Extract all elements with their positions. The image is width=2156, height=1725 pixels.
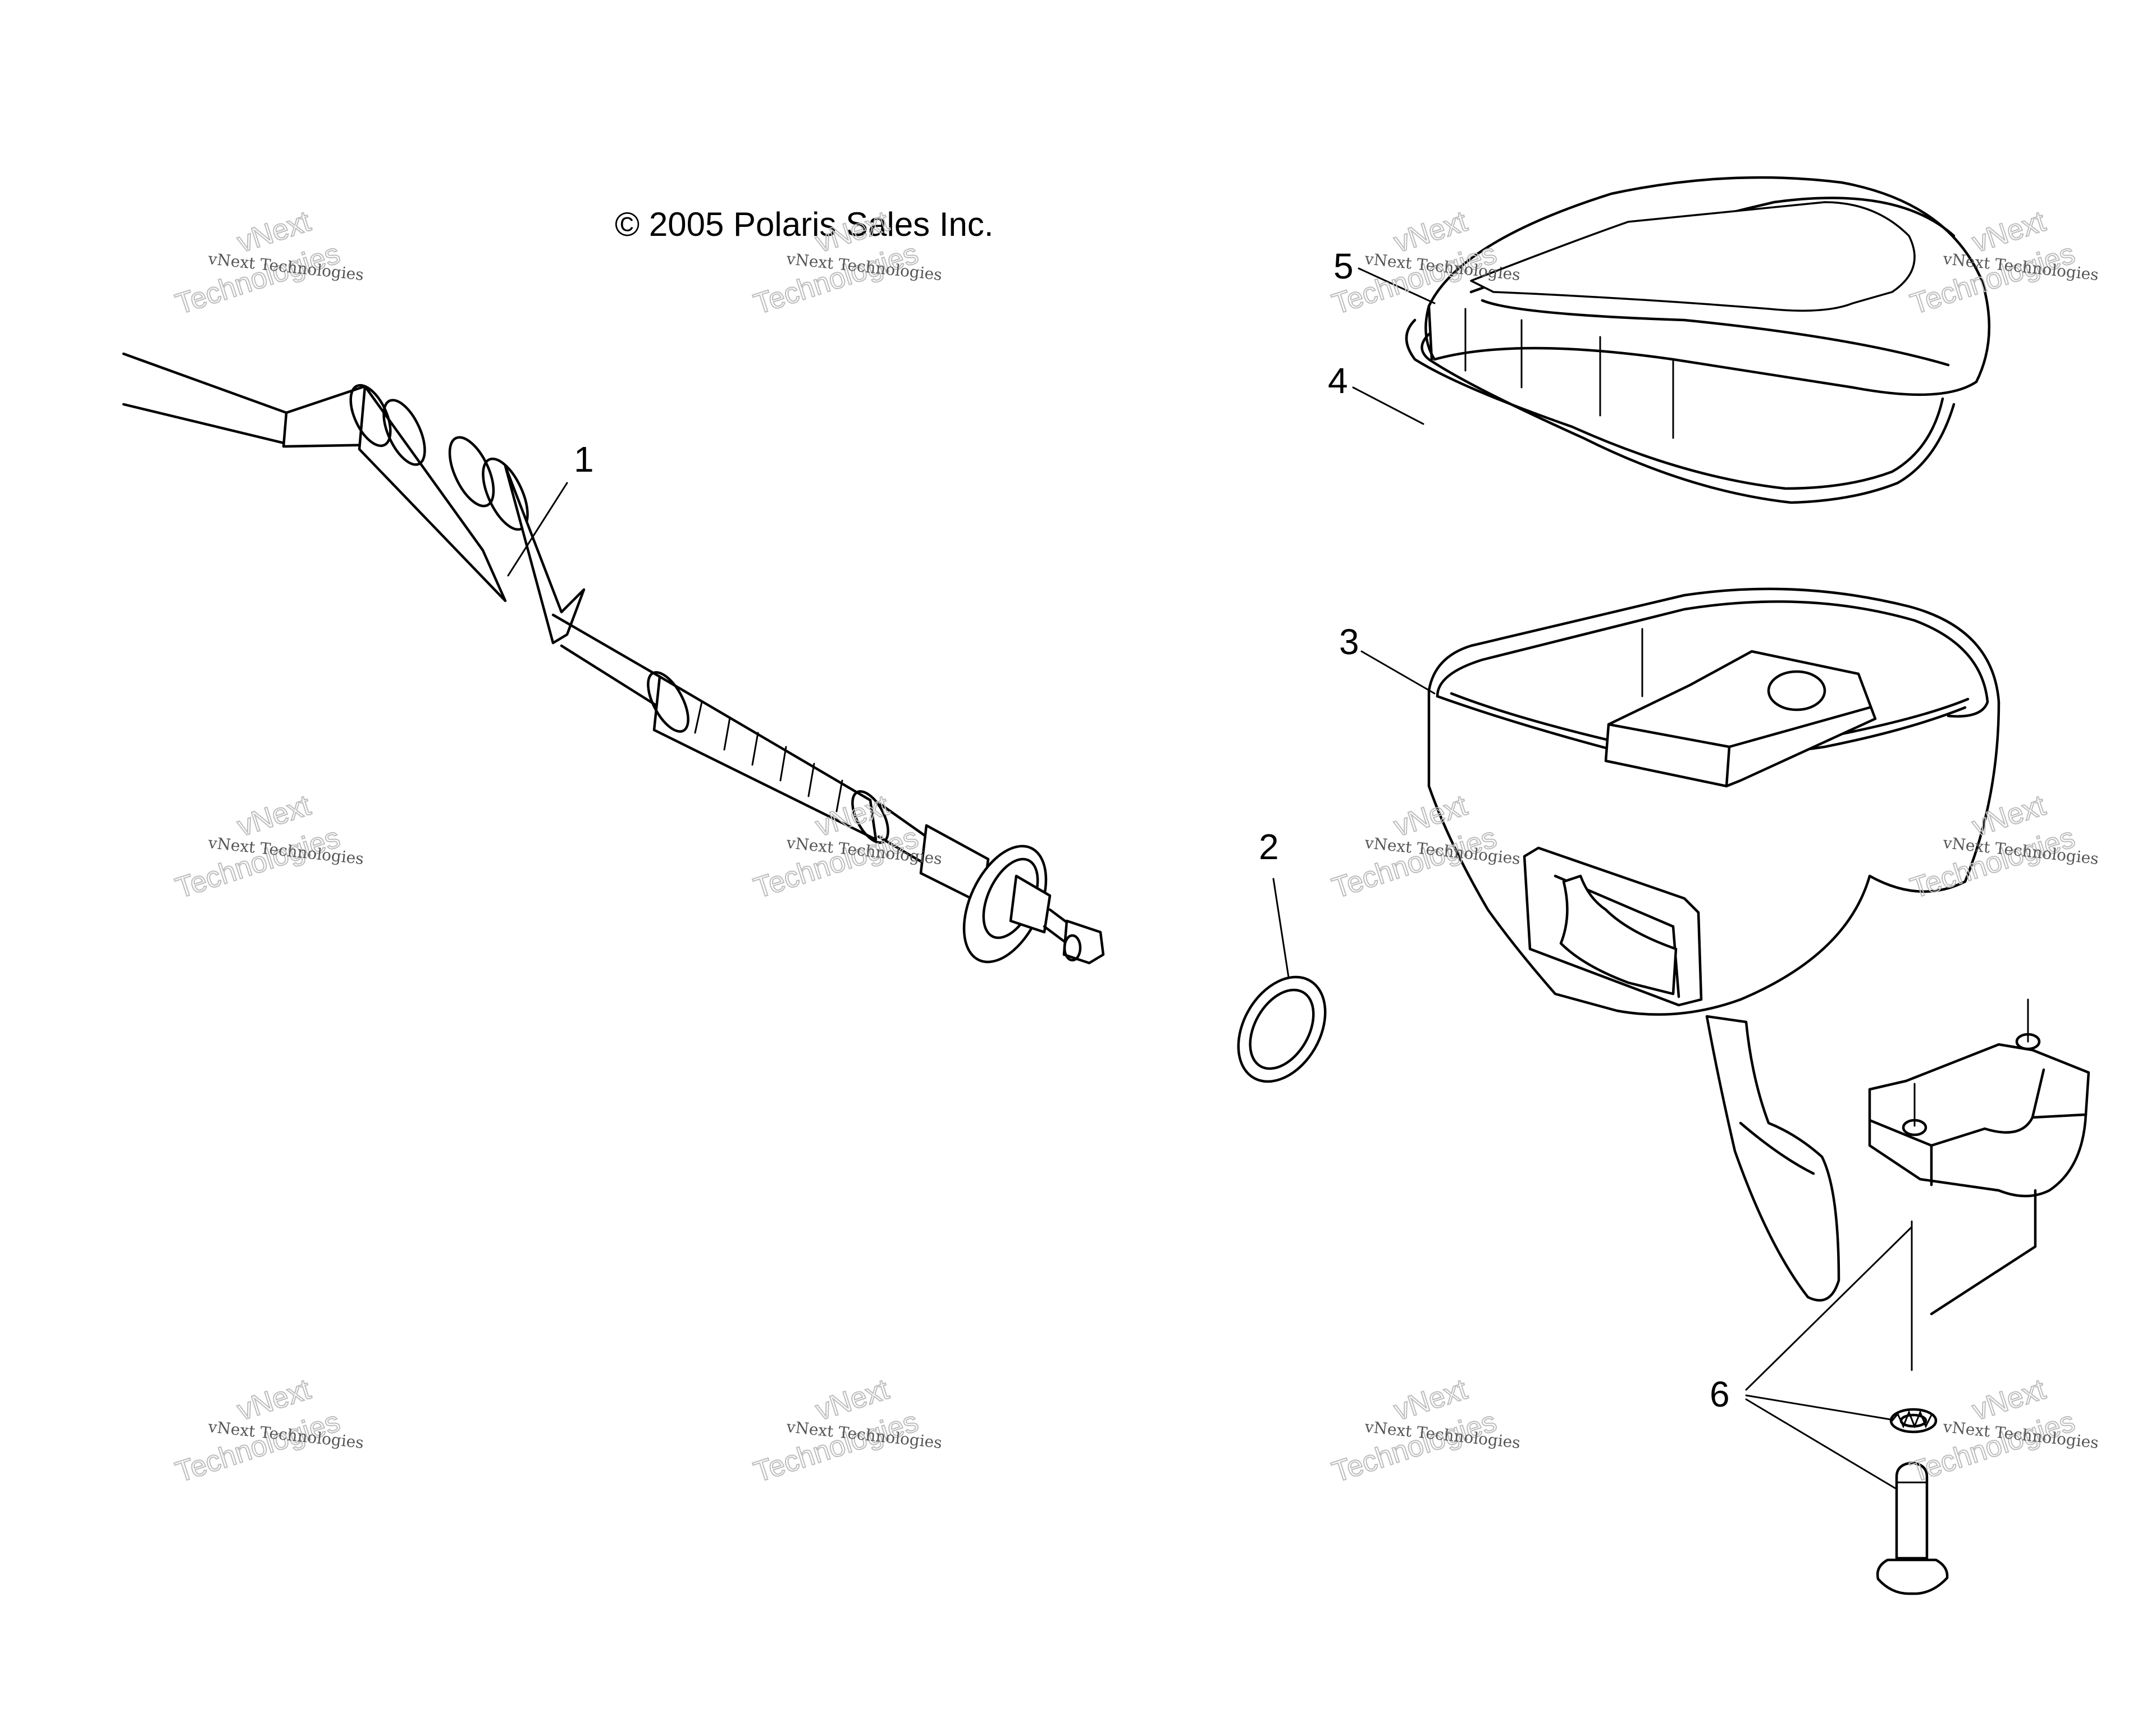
clamp-screw-washer [1876, 1220, 1949, 1595]
watermark: vNext Technologies vNext Technologies [750, 1372, 943, 1489]
o-ring [1237, 975, 1327, 1083]
throttle-housing [1427, 587, 2000, 1302]
leader-6a [1745, 1226, 1913, 1391]
watermark: vNext Technologies vNext Technologies [171, 788, 365, 905]
handlebar-clamp [1868, 998, 2090, 1316]
leader-4 [1352, 386, 1424, 425]
callout-4: 4 [1328, 360, 1348, 401]
copyright-text: © 2005 Polaris Sales Inc. [615, 206, 994, 243]
watermark: vNext Technologies vNext Technologies [171, 1372, 365, 1489]
watermark: vNext Technologies vNext Technologies [171, 204, 365, 321]
callout-2: 2 [1259, 827, 1279, 867]
callout-1: 1 [574, 439, 594, 480]
gasket [1405, 318, 1956, 504]
watermark: vNext Technologies vNext Technologies [1906, 1372, 2100, 1489]
leader-5 [1358, 267, 1436, 304]
leader-6c [1745, 1398, 1896, 1489]
throttle-cable [122, 352, 1105, 965]
leader-3 [1360, 650, 1436, 695]
leader-6b [1745, 1394, 1892, 1421]
housing-cover [1424, 176, 1991, 439]
leader-2 [1272, 878, 1290, 978]
watermark: vNext Technologies vNext Technologies [1328, 1372, 1522, 1489]
watermark: vNext Technologies vNext Technologies [750, 788, 943, 905]
callout-3: 3 [1339, 622, 1359, 662]
callout-5: 5 [1333, 246, 1354, 286]
callout-6: 6 [1710, 1374, 1730, 1414]
leader-1 [507, 482, 568, 577]
